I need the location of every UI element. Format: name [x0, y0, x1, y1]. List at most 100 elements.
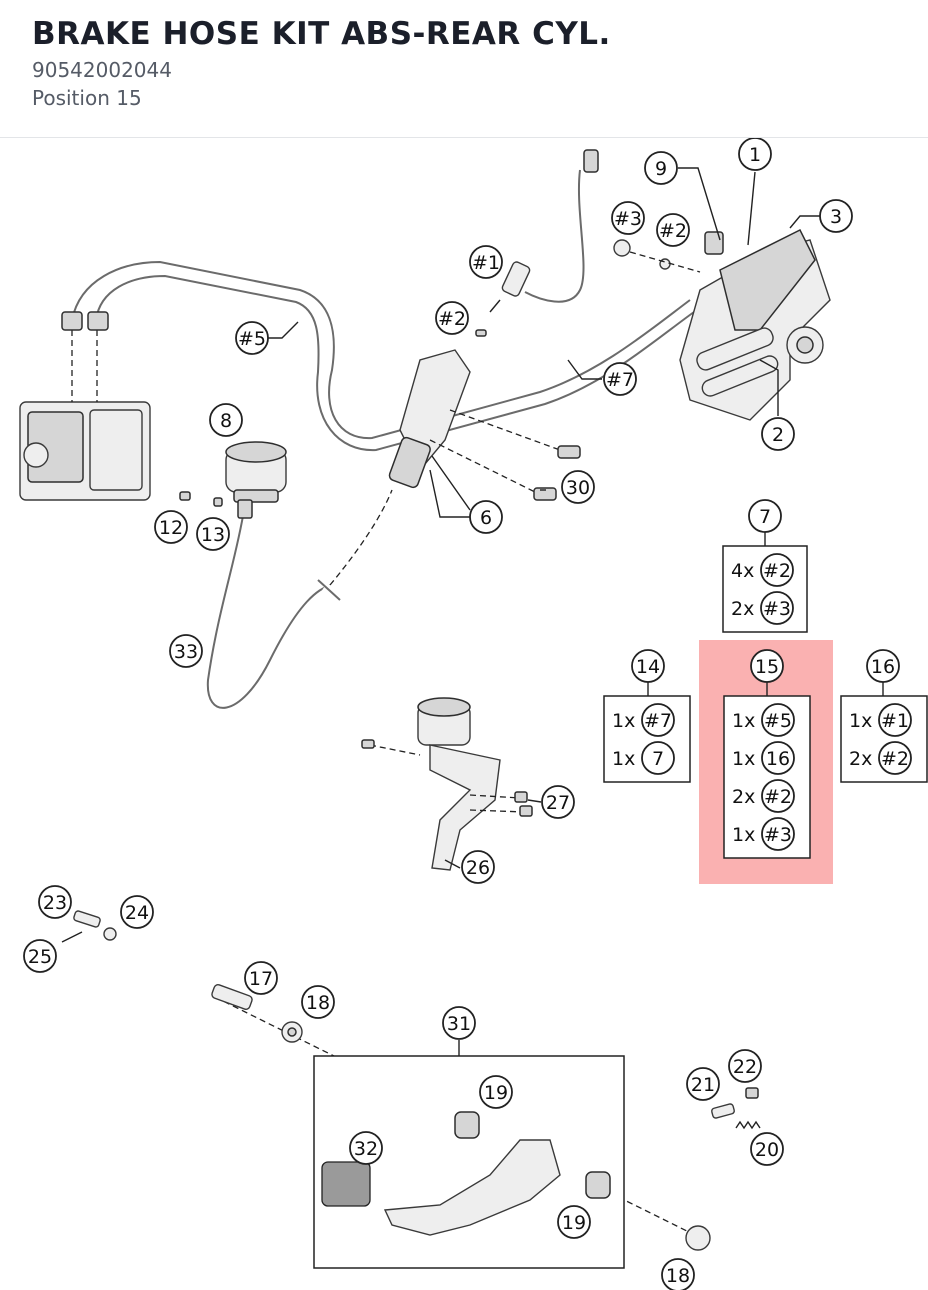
callout-text: 17 [249, 968, 273, 990]
kit-row-qty: 1x [732, 748, 755, 770]
part-number: 90542002044 [32, 58, 172, 82]
callout-h1[interactable]: #1 [469, 245, 503, 279]
callout-text: #3 [614, 208, 642, 230]
kit-row-qty: 4x [731, 560, 754, 582]
callout-6[interactable]: 6 [469, 500, 503, 534]
callout-18[interactable]: 18 [301, 985, 335, 1019]
callout-text: 9 [655, 158, 667, 180]
kit-row-qty: 1x [612, 748, 635, 770]
callout-9[interactable]: 9 [644, 151, 678, 185]
page-title: BRAKE HOSE KIT ABS-REAR CYL. [32, 16, 611, 52]
kit-callout-15[interactable]: 15 [750, 649, 784, 683]
callout-text: #1 [881, 710, 909, 732]
kit-row-part-h2[interactable]: #2 [878, 741, 912, 775]
callout-text: 23 [43, 892, 67, 914]
callout-text: 22 [733, 1056, 757, 1078]
kit-row-part-h1[interactable]: #1 [878, 703, 912, 737]
callout-text: 3 [830, 206, 842, 228]
callout-3[interactable]: 3 [819, 199, 853, 233]
kit-callout-7[interactable]: 7 [748, 499, 782, 533]
callout-13[interactable]: 13 [196, 517, 230, 551]
abs-unit [19, 311, 151, 501]
callout-22[interactable]: 22 [728, 1049, 762, 1083]
callout-text: 18 [666, 1265, 690, 1287]
kit-row-part-h7[interactable]: #7 [641, 703, 675, 737]
master-cylinder [388, 349, 581, 511]
kit-callout-14[interactable]: 14 [631, 649, 665, 683]
header: BRAKE HOSE KIT ABS-REAR CYL. 90542002044… [0, 0, 928, 138]
small-parts-right [711, 1087, 761, 1130]
callout-text: 26 [466, 857, 490, 879]
callout-h3[interactable]: #3 [611, 201, 645, 235]
kit-row-part-16[interactable]: 16 [761, 741, 795, 775]
callout-text: 8 [220, 410, 232, 432]
callout-text: #2 [438, 308, 466, 330]
kit-row-part-h3[interactable]: #3 [761, 817, 795, 851]
callout-32[interactable]: 32 [349, 1131, 383, 1165]
kit-row-qty: 2x [732, 786, 755, 808]
reservoir [179, 441, 287, 519]
callout-text: 2 [772, 424, 784, 446]
brake-hoses [68, 169, 697, 712]
callout-text: #5 [238, 328, 266, 350]
callout-2[interactable]: 2 [761, 417, 795, 451]
kit-row-part-h2[interactable]: #2 [760, 553, 794, 587]
callout-20[interactable]: 20 [750, 1132, 784, 1166]
kit-7[interactable]: 7 4x #2 2x #3 [722, 499, 808, 633]
callout-26[interactable]: 26 [461, 850, 495, 884]
callout-text: 31 [447, 1013, 471, 1035]
callout-21[interactable]: 21 [686, 1067, 720, 1101]
kit-row-part-7[interactable]: 7 [641, 741, 675, 775]
callout-text: 21 [691, 1074, 715, 1096]
leader-lines [236, 167, 820, 1056]
rear-master-cylinder [361, 697, 533, 871]
callout-text: 19 [562, 1212, 586, 1234]
callout-17[interactable]: 17 [244, 961, 278, 995]
callout-text: 24 [125, 902, 149, 924]
callout-19[interactable]: 19 [557, 1205, 591, 1239]
callout-text: #3 [763, 598, 791, 620]
callout-text: 14 [636, 656, 660, 678]
callout-33[interactable]: 33 [169, 634, 203, 668]
callout-23[interactable]: 23 [38, 885, 72, 919]
callout-text: 15 [755, 656, 779, 678]
callout-h2[interactable]: #2 [435, 301, 469, 335]
callout-12[interactable]: 12 [154, 510, 188, 544]
callout-text: 32 [354, 1138, 378, 1160]
callout-text: #5 [764, 710, 792, 732]
callout-h2[interactable]: #2 [656, 213, 690, 247]
callout-text: 12 [159, 517, 183, 539]
callout-text: 25 [28, 946, 52, 968]
kit-14[interactable]: 14 1x #7 1x 7 [603, 649, 691, 783]
callout-h5[interactable]: #5 [235, 321, 269, 355]
kit-row-qty: 2x [731, 598, 754, 620]
kit-row-part-h3[interactable]: #3 [760, 591, 794, 625]
callout-25[interactable]: 25 [23, 939, 57, 973]
kit-row-qty: 1x [732, 824, 755, 846]
callout-h7[interactable]: #7 [603, 362, 637, 396]
callout-18[interactable]: 18 [661, 1258, 695, 1290]
sensor-parts [475, 149, 599, 337]
callout-text: 33 [174, 641, 198, 663]
brake-caliper [613, 228, 831, 421]
kit-row-part-h2[interactable]: #2 [761, 779, 795, 813]
callout-30[interactable]: 30 [561, 470, 595, 504]
callout-text: 13 [201, 524, 225, 546]
callout-1[interactable]: 1 [738, 138, 772, 171]
callout-text: #2 [764, 786, 792, 808]
callout-27[interactable]: 27 [541, 785, 575, 819]
callout-24[interactable]: 24 [120, 895, 154, 929]
kit-callout-16[interactable]: 16 [866, 649, 900, 683]
kit-row-qty: 1x [612, 710, 635, 732]
kit-row-qty: 2x [849, 748, 872, 770]
callout-8[interactable]: 8 [209, 403, 243, 437]
callout-text: 20 [755, 1139, 779, 1161]
callout-text: #2 [881, 748, 909, 770]
callout-31[interactable]: 31 [442, 1006, 476, 1040]
callout-text: 7 [759, 506, 771, 528]
kit-row-part-h5[interactable]: #5 [761, 703, 795, 737]
callout-19[interactable]: 19 [479, 1075, 513, 1109]
callout-text: #2 [763, 560, 791, 582]
